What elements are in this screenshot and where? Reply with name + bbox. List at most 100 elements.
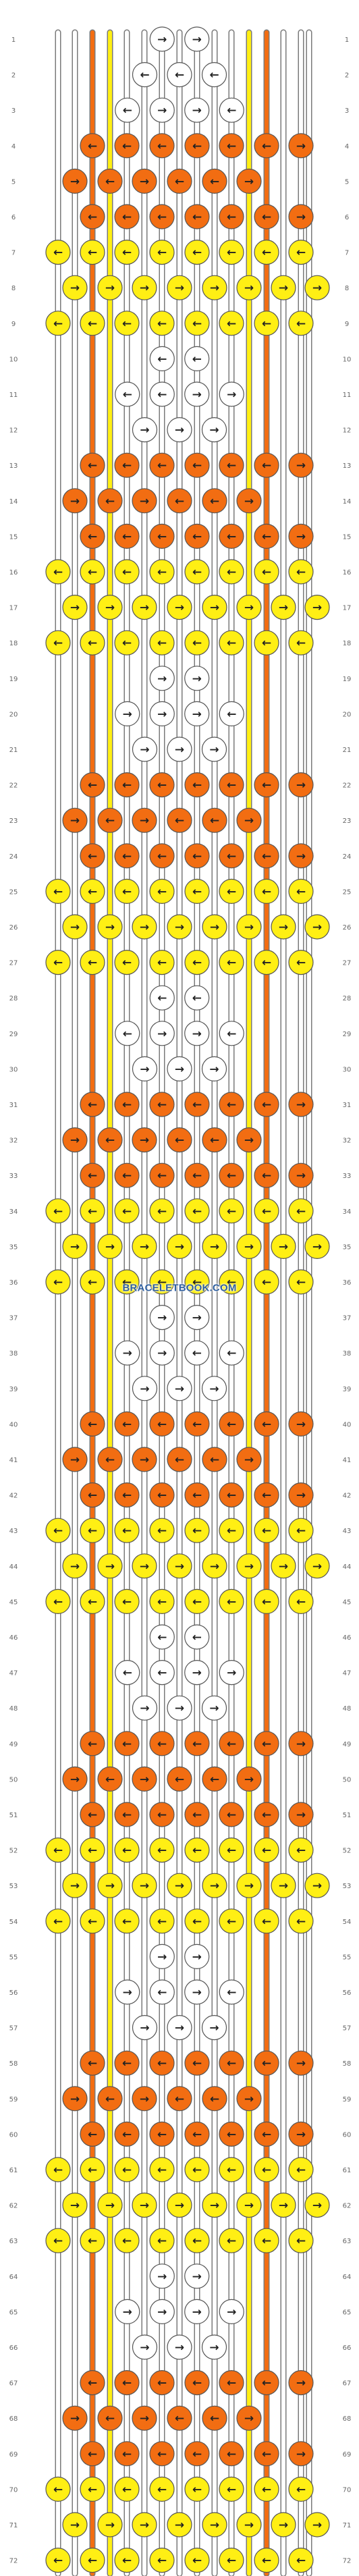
knot: → xyxy=(62,1873,88,1898)
knot-arrow: ← xyxy=(157,779,167,793)
knot-arrow: → xyxy=(210,921,219,934)
row-label: 62 xyxy=(9,2203,18,2210)
knot-arrow: ← xyxy=(262,2483,271,2496)
knot-arrow: → xyxy=(175,281,184,295)
knot: ← xyxy=(184,630,210,655)
knot-arrow: → xyxy=(140,424,149,437)
knot-arrow: → xyxy=(296,459,306,473)
knot-arrow: → xyxy=(70,601,80,615)
knot: ← xyxy=(45,878,71,905)
row-label: 51 xyxy=(9,1812,18,1819)
knot-arrow: → xyxy=(296,779,306,793)
knot-arrow: ← xyxy=(122,1169,132,1183)
knot: → xyxy=(236,1447,262,1472)
row-label: 69 xyxy=(9,2451,18,2459)
knot: ← xyxy=(184,559,210,585)
row-label: 11 xyxy=(343,392,352,399)
knot: → xyxy=(132,2015,158,2041)
knot-arrow: ← xyxy=(53,637,63,650)
knot-arrow: → xyxy=(209,424,219,437)
knot: ← xyxy=(202,2086,227,2112)
knot: ← xyxy=(184,2370,210,2396)
knot: → xyxy=(184,97,210,123)
row-label: 57 xyxy=(343,2025,352,2033)
knot: ← xyxy=(219,2476,244,2502)
knot-arrow: ← xyxy=(157,1631,167,1644)
knot-arrow: → xyxy=(70,175,80,188)
knot: ← xyxy=(184,1588,210,1614)
knot-arrow: ← xyxy=(227,707,236,721)
knot: ← xyxy=(149,1518,175,1543)
knot: → xyxy=(271,1553,296,1579)
knot-arrow: ← xyxy=(296,637,306,650)
knot-arrow: ← xyxy=(53,2164,63,2177)
knot: ← xyxy=(149,2441,175,2467)
knot-arrow: ← xyxy=(210,1134,219,1148)
knot: → xyxy=(288,1162,314,1188)
knot: ← xyxy=(149,949,175,975)
knot-arrow: ← xyxy=(192,957,202,970)
knot-arrow: → xyxy=(105,2519,115,2532)
knot-arrow: ← xyxy=(192,246,202,260)
knot: → xyxy=(132,914,157,940)
knot: ← xyxy=(184,2050,210,2076)
knot-arrow: ← xyxy=(192,1347,202,1360)
knot-arrow: → xyxy=(140,2412,149,2425)
knot: ← xyxy=(254,772,279,798)
row-label: 10 xyxy=(343,356,352,363)
knot: ← xyxy=(45,1269,71,1295)
row-label: 4 xyxy=(345,143,349,151)
row-label: 65 xyxy=(343,2309,352,2316)
knot: ← xyxy=(97,168,123,194)
knot: ← xyxy=(254,2157,279,2182)
knot-arrow: ← xyxy=(210,175,219,188)
knot: → xyxy=(62,1127,88,1153)
knot-arrow: ← xyxy=(262,1098,271,1112)
knot-arrow: → xyxy=(105,1560,115,1574)
knot-arrow: ← xyxy=(227,779,236,793)
knot: → xyxy=(236,914,262,940)
knot-arrow: → xyxy=(279,1560,288,1574)
knot-arrow: → xyxy=(209,1063,219,1076)
knot-arrow: ← xyxy=(262,850,271,863)
row-label: 28 xyxy=(9,995,18,1002)
knot: → xyxy=(184,2299,210,2324)
knot-arrow: → xyxy=(312,281,322,295)
knot-arrow: ← xyxy=(227,1915,236,1929)
knot: ← xyxy=(201,61,227,88)
knot: → xyxy=(62,1553,88,1579)
knot: ← xyxy=(184,1340,210,1366)
knot: → xyxy=(271,1873,296,1898)
knot-arrow: ← xyxy=(122,246,132,260)
knot-arrow: ← xyxy=(227,566,236,579)
knot-arrow: → xyxy=(210,1560,219,1574)
knot: → xyxy=(132,1127,157,1153)
knot-arrow: → xyxy=(244,1134,254,1148)
row-label: 12 xyxy=(9,427,18,435)
knot: → xyxy=(271,1233,296,1260)
row-label: 29 xyxy=(9,1031,18,1038)
knot: ← xyxy=(288,2157,314,2182)
row-label: 17 xyxy=(343,605,352,612)
knot: ← xyxy=(114,772,140,798)
knot: → xyxy=(132,168,157,194)
knot-arrow: ← xyxy=(53,2554,63,2568)
row-label: 66 xyxy=(9,2344,18,2352)
knot-arrow: ← xyxy=(157,2128,167,2141)
knot: ← xyxy=(97,2405,123,2431)
knot-arrow: ← xyxy=(122,1595,132,1609)
knot: ← xyxy=(254,1162,279,1188)
knot-arrow: ← xyxy=(192,317,202,331)
knot: → xyxy=(132,736,158,762)
knot: ← xyxy=(254,204,279,230)
knot-arrow: → xyxy=(140,1560,149,1574)
knot-arrow: ← xyxy=(157,2164,167,2177)
knot: → xyxy=(62,168,88,194)
knot-arrow: ← xyxy=(227,317,236,331)
knot-arrow: → xyxy=(175,2199,184,2213)
knot-arrow: → xyxy=(209,743,219,757)
knot: → xyxy=(149,701,175,727)
knot-arrow: ← xyxy=(192,1915,202,1929)
knot-arrow: ← xyxy=(262,211,271,224)
knot: ← xyxy=(149,1624,175,1650)
